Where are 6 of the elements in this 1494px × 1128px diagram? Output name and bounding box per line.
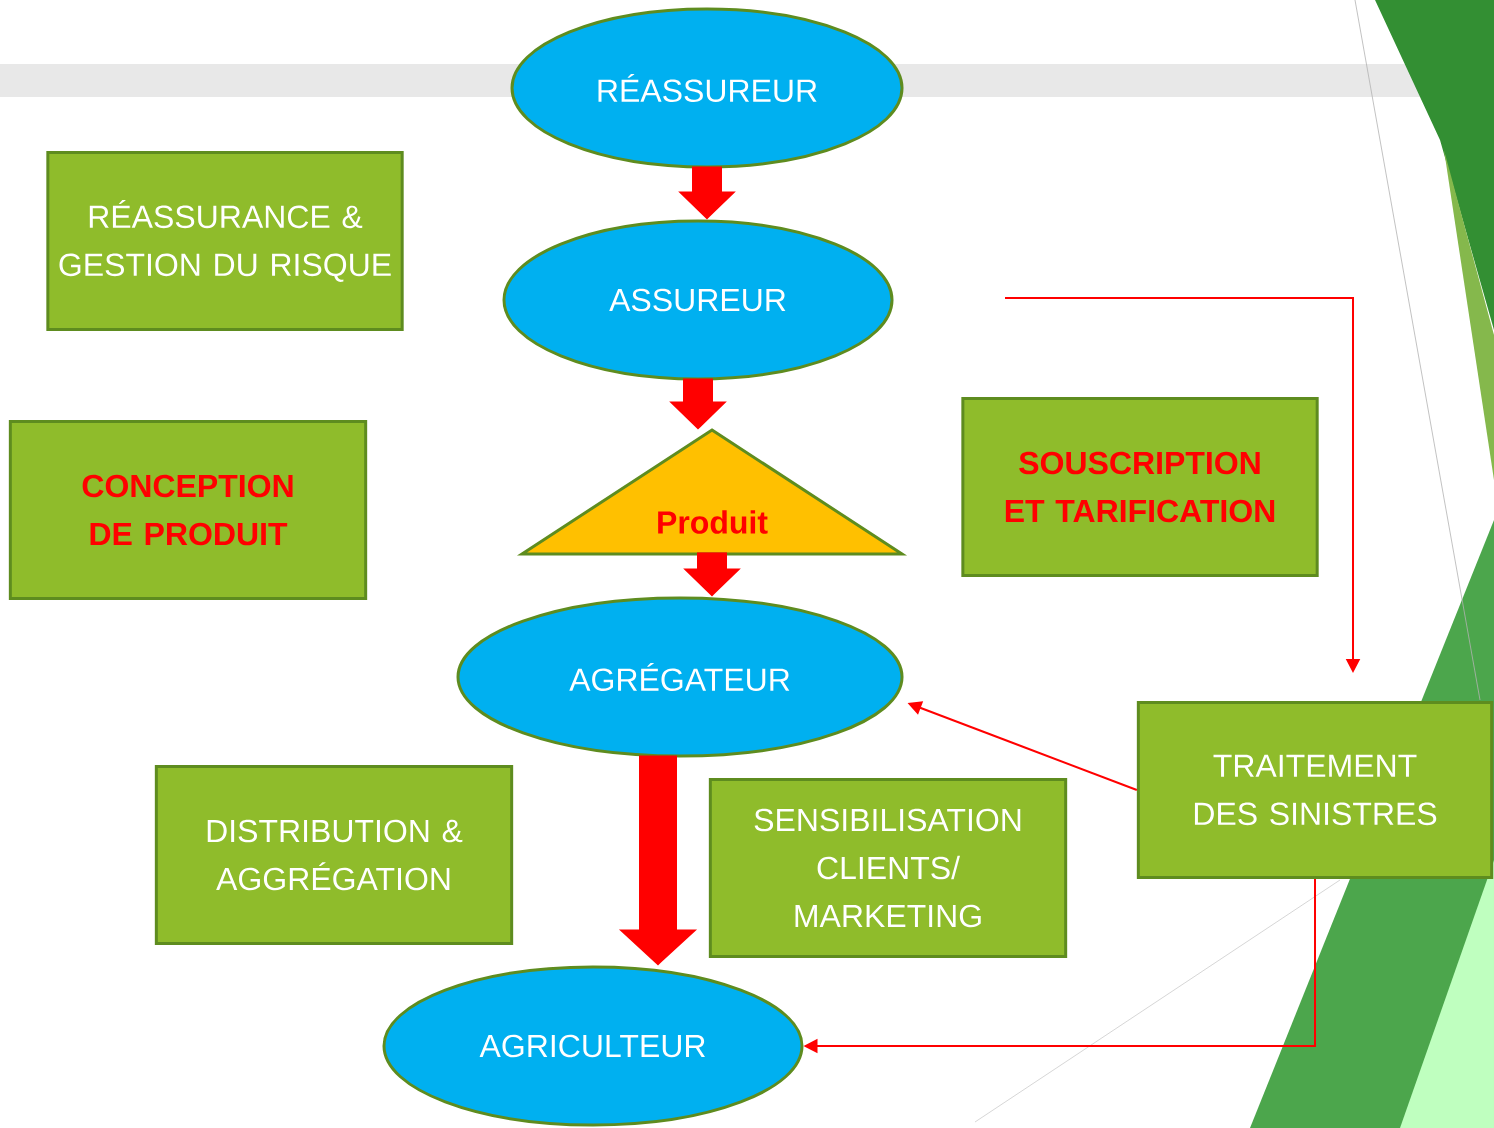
activity-box: RÉASSURANCE & GESTION DU RISQUE bbox=[46, 151, 404, 331]
activity-box: TRAITEMENT DES SINISTRES bbox=[1136, 701, 1494, 879]
activity-box: SENSIBILISATION CLIENTS/ MARKETING bbox=[708, 778, 1068, 958]
activity-box: DISTRIBUTION & AGGRÉGATION bbox=[154, 765, 514, 945]
activity-box: CONCEPTION DE PRODUIT bbox=[8, 420, 368, 600]
activity-box: SOUSCRIPTION ET TARIFICATION bbox=[961, 397, 1319, 577]
